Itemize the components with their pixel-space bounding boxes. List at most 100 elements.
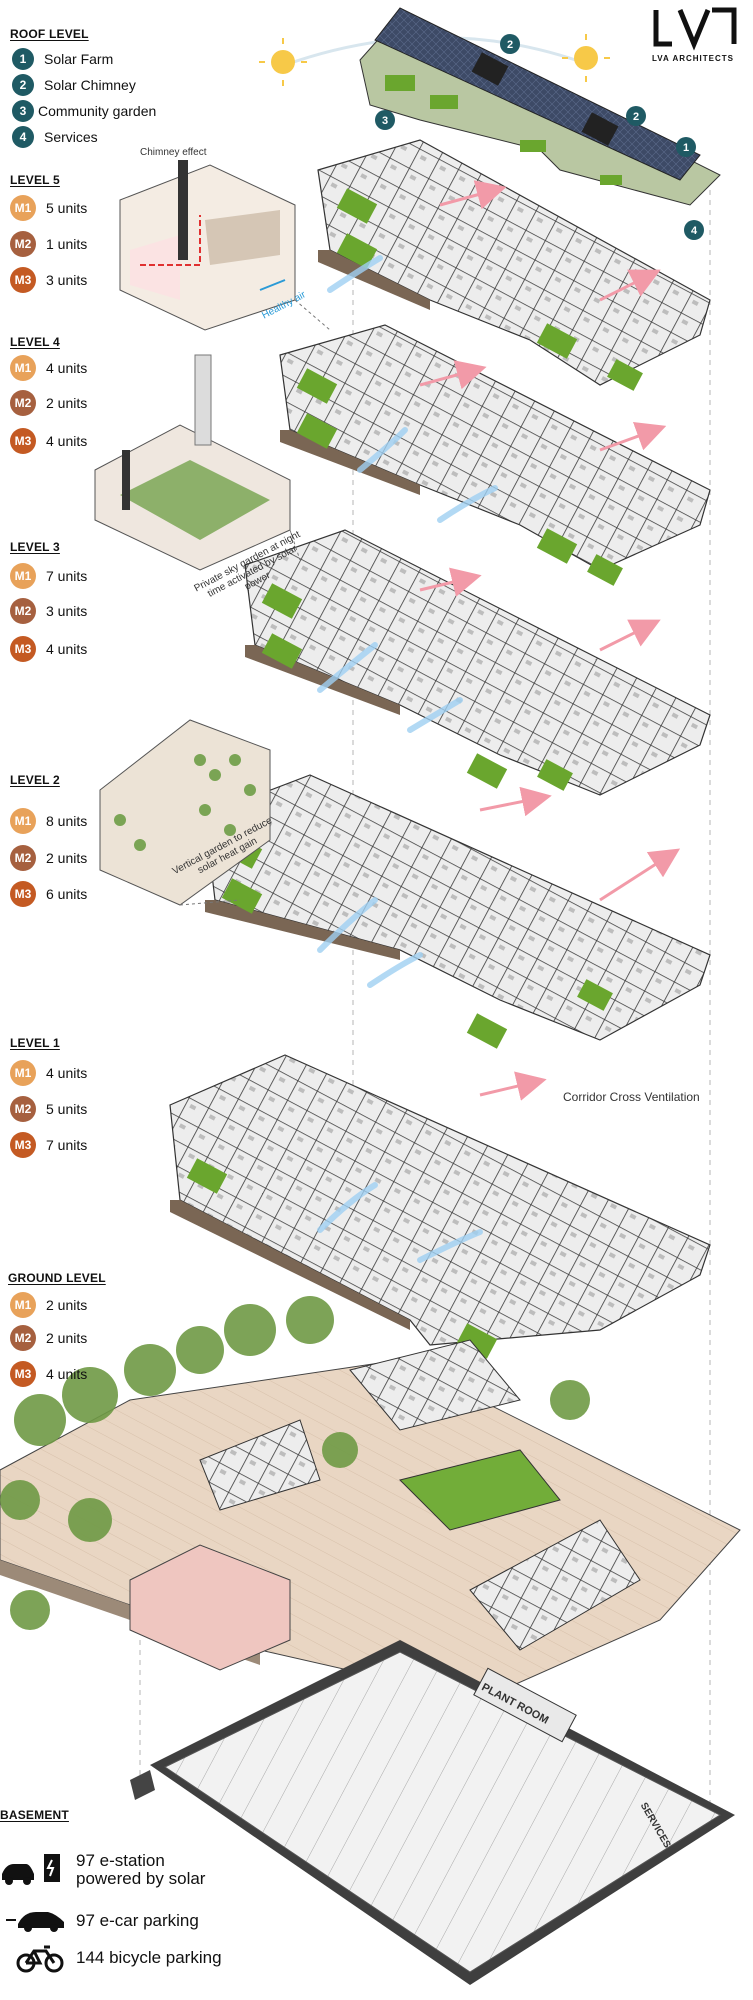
- e-car-label: 97 e-car parking: [76, 1911, 199, 1930]
- m1-badge: M1: [10, 808, 36, 834]
- lva-logo-mark: [653, 7, 737, 51]
- number-badge: 4: [12, 126, 34, 148]
- level-2-floor-plate: [204, 774, 711, 1049]
- corridor-ventilation-label: Corridor Cross Ventilation: [563, 1090, 700, 1104]
- e-car-icon: [6, 1912, 64, 1932]
- ground-level-m2: M2 2 units: [10, 1325, 87, 1351]
- roof-item-solar-chimney: 2 Solar Chimney: [12, 74, 136, 96]
- level-1-m3: M3 7 units: [10, 1132, 87, 1158]
- unit-count: 1 units: [46, 236, 88, 252]
- m2-badge: M2: [10, 845, 36, 871]
- ground-level-title: GROUND LEVEL: [8, 1271, 106, 1285]
- unit-count: 2 units: [46, 850, 88, 866]
- unit-count: 8 units: [46, 813, 88, 829]
- sky-garden-vignette: [94, 354, 291, 571]
- unit-count: 7 units: [46, 1137, 88, 1153]
- unit-count: 5 units: [46, 1101, 88, 1117]
- svg-text:2: 2: [507, 39, 513, 51]
- ground-level-m1: M1 2 units: [10, 1292, 87, 1318]
- unit-count: 4 units: [46, 1065, 88, 1081]
- m1-badge: M1: [10, 1060, 36, 1086]
- svg-text:1: 1: [683, 142, 689, 154]
- bicycle-label: 144 bicycle parking: [76, 1948, 222, 1967]
- level-3-floor-plate: [244, 529, 711, 796]
- m1-badge: M1: [10, 1292, 36, 1318]
- level-2-title: LEVEL 2: [10, 773, 60, 787]
- unit-count: 2 units: [46, 1330, 88, 1346]
- m2-badge: M2: [10, 1325, 36, 1351]
- roof-callout-badges: 2 2 3 1 4: [375, 34, 704, 240]
- unit-count: 4 units: [46, 360, 88, 376]
- level-1-m2: M2 5 units: [10, 1096, 87, 1122]
- unit-count: 4 units: [46, 433, 88, 449]
- m1-badge: M1: [10, 563, 36, 589]
- ground-level-model: [0, 1296, 741, 1701]
- unit-count: 6 units: [46, 886, 88, 902]
- m3-badge: M3: [10, 1361, 36, 1387]
- basement-title: BASEMENT: [0, 1808, 69, 1822]
- basement-model: [130, 1640, 735, 1985]
- number-badge: 2: [12, 74, 34, 96]
- level-4-floor-plate: [279, 324, 711, 586]
- level-5-m3: M3 3 units: [10, 267, 87, 293]
- unit-count: 2 units: [46, 1297, 88, 1313]
- m2-badge: M2: [10, 1096, 36, 1122]
- number-badge: 3: [12, 100, 34, 122]
- vignette-leader-lines: [179, 299, 331, 906]
- logo: LVA ARCHITECTS: [650, 4, 746, 66]
- level-2-m2: M2 2 units: [10, 845, 87, 871]
- svg-text:4: 4: [691, 225, 698, 237]
- unit-count: 3 units: [46, 603, 88, 619]
- m3-badge: M3: [10, 1132, 36, 1158]
- roof-item-community-garden: 3 Community garden: [12, 100, 156, 122]
- roof-level-title: ROOF LEVEL: [10, 27, 89, 41]
- basement-item-e-station: 97 e-station powered by solar: [0, 1852, 260, 1892]
- airflow-arrows: [317, 255, 498, 1263]
- roof-level-model: [359, 7, 721, 206]
- m1-badge: M1: [10, 195, 36, 221]
- level-5-title: LEVEL 5: [10, 173, 60, 187]
- m1-badge: M1: [10, 355, 36, 381]
- m2-badge: M2: [10, 390, 36, 416]
- exhaust-arrows: [419, 180, 681, 1101]
- basement-item-e-car: 97 e-car parking: [0, 1908, 260, 1938]
- level-5-m1: M1 5 units: [10, 195, 87, 221]
- unit-count: 4 units: [46, 1366, 88, 1382]
- level-3-m1: M1 7 units: [10, 563, 87, 589]
- m3-badge: M3: [10, 428, 36, 454]
- basement-item-bicycle: 144 bicycle parking: [0, 1945, 260, 1975]
- m3-badge: M3: [10, 881, 36, 907]
- roof-item-label: Community garden: [38, 103, 157, 119]
- chimney-effect-vignette: [119, 160, 296, 331]
- level-4-title: LEVEL 4: [10, 335, 60, 349]
- level-4-m1: M1 4 units: [10, 355, 87, 381]
- m2-badge: M2: [10, 231, 36, 257]
- level-4-m3: M3 4 units: [10, 428, 87, 454]
- level-4-m2: M2 2 units: [10, 390, 87, 416]
- roof-item-solar-farm: 1 Solar Farm: [12, 48, 113, 70]
- e-station-icon: [2, 1854, 60, 1885]
- level-1-floor-plate: [169, 1054, 711, 1359]
- sun-icon-right: [562, 34, 610, 82]
- number-badge: 1: [12, 48, 34, 70]
- bicycle-icon: [16, 1945, 64, 1973]
- unit-count: 7 units: [46, 568, 88, 584]
- m3-badge: M3: [10, 636, 36, 662]
- sun-icon-left: [259, 38, 307, 86]
- roof-item-label: Services: [44, 129, 98, 145]
- unit-count: 5 units: [46, 200, 88, 216]
- chimney-effect-label: Chimney effect: [140, 147, 207, 158]
- roof-item-label: Solar Chimney: [44, 77, 136, 93]
- svg-text:3: 3: [382, 115, 388, 127]
- roof-item-services: 4 Services: [12, 126, 98, 148]
- level-3-title: LEVEL 3: [10, 540, 60, 554]
- level-1-m1: M1 4 units: [10, 1060, 87, 1086]
- level-5-m2: M2 1 units: [10, 231, 87, 257]
- logo-text: LVA ARCHITECTS: [652, 54, 734, 63]
- unit-count: 4 units: [46, 641, 88, 657]
- level-3-m3: M3 4 units: [10, 636, 87, 662]
- m3-badge: M3: [10, 267, 36, 293]
- level-3-m2: M2 3 units: [10, 598, 87, 624]
- m2-badge: M2: [10, 598, 36, 624]
- unit-count: 3 units: [46, 272, 88, 288]
